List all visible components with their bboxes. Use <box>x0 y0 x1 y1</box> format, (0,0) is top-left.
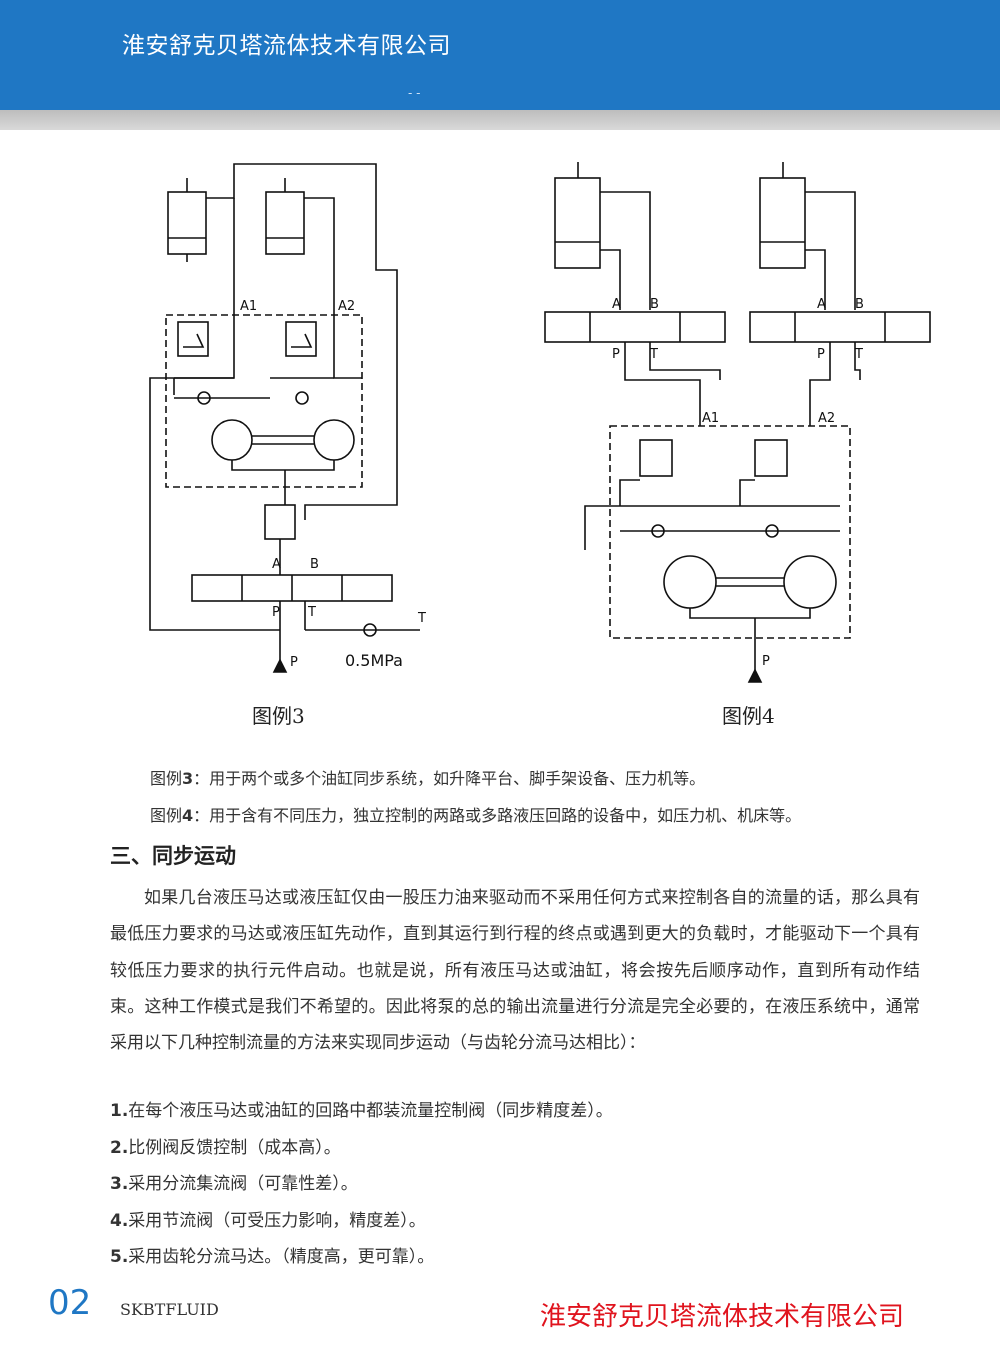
label-a: A <box>272 557 281 572</box>
method-list: 1.在每个液压马达或油缸的回路中都装流量控制阀（同步精度差）。 2.比例阀反馈控… <box>110 1093 613 1276</box>
caption-diagram-4: 图例4 <box>722 704 775 728</box>
label-p-valve: P <box>272 605 280 620</box>
gear-motor-1 <box>211 419 253 461</box>
label-a2: A2 <box>338 299 355 314</box>
label-a-right: A <box>817 297 826 312</box>
directional-valve-left <box>544 311 726 343</box>
header-company-name: 淮安舒克贝塔流体技术有限公司 <box>122 33 451 59</box>
relief-valve-right <box>754 439 788 477</box>
header-dots: - - <box>408 86 421 100</box>
label-a2: A2 <box>818 411 835 426</box>
gear-motor-2 <box>313 419 355 461</box>
relief-valve-left <box>639 439 673 477</box>
label-t: T <box>417 611 426 626</box>
relief-valve-1 <box>177 321 209 357</box>
gear-motor-right <box>783 555 837 609</box>
label-a-left: A <box>612 297 621 312</box>
label-b: B <box>310 557 319 572</box>
divider-block-boundary <box>609 425 851 639</box>
list-item: 1.在每个液压马达或油缸的回路中都装流量控制阀（同步精度差）。 <box>110 1101 613 1121</box>
gear-motor-left <box>663 555 717 609</box>
cylinder-2 <box>265 191 305 255</box>
section-paragraph: 如果几台液压马达或液压缸仅由一股压力油来驱动而不采用任何方式来控制各自的流量的话… <box>110 888 920 1054</box>
list-item: 3.采用分流集流阀（可靠性差）。 <box>110 1174 358 1194</box>
label-b-right: B <box>855 297 864 312</box>
label-b-left: B <box>650 297 659 312</box>
footer-company-name: 淮安舒克贝塔流体技术有限公司 <box>540 1302 905 1332</box>
label-a1: A1 <box>702 411 719 426</box>
brand-name: SKBTFLUID <box>120 1300 219 1319</box>
flow-control-valve <box>264 504 296 540</box>
label-p: P <box>762 654 770 669</box>
directional-valve-right <box>749 311 931 343</box>
label-t-valve: T <box>307 605 316 620</box>
label-p: P <box>290 655 298 670</box>
header-gray-band <box>0 110 1000 130</box>
caption-diagram-3: 图例3 <box>252 704 305 728</box>
header-bar: 淮安舒克贝塔流体技术有限公司 - - <box>0 0 1000 110</box>
cylinder-right <box>759 177 806 269</box>
label-t-left: T <box>649 347 658 362</box>
hydraulic-diagram-4: A B P T A B P T A1 A2 P <box>544 162 931 683</box>
label-t-right: T <box>854 347 863 362</box>
list-item: 2.比例阀反馈控制（成本高）。 <box>110 1137 341 1158</box>
relief-valve-2 <box>285 321 317 357</box>
section-title: 三、同步运动 <box>110 844 236 868</box>
hydraulic-diagram-3: A1 A2 A B P T P T 0.5MPa <box>149 163 426 673</box>
label-p-left: P <box>612 347 620 362</box>
divider-block-boundary <box>165 314 363 488</box>
check-valve-2 <box>295 391 309 405</box>
description-diagram-4: 图例4：用于含有不同压力，独立控制的两路或多路液压回路的设备中，如压力机、机床等… <box>150 806 802 825</box>
page-number: 02 <box>48 1283 92 1323</box>
cylinder-1 <box>167 191 207 255</box>
label-pressure: 0.5MPa <box>345 651 403 670</box>
pressure-check-valve <box>363 623 377 637</box>
label-a1: A1 <box>240 299 257 314</box>
list-item: 5.采用齿轮分流马达。（精度高，更可靠）。 <box>110 1247 435 1267</box>
label-p-right: P <box>817 347 825 362</box>
list-item: 4.采用节流阀（可受压力影响，精度差）。 <box>110 1210 426 1231</box>
description-diagram-3: 图例3：用于两个或多个油缸同步系统，如升降平台、脚手架设备、压力机等。 <box>150 769 706 788</box>
cylinder-left <box>554 177 601 269</box>
